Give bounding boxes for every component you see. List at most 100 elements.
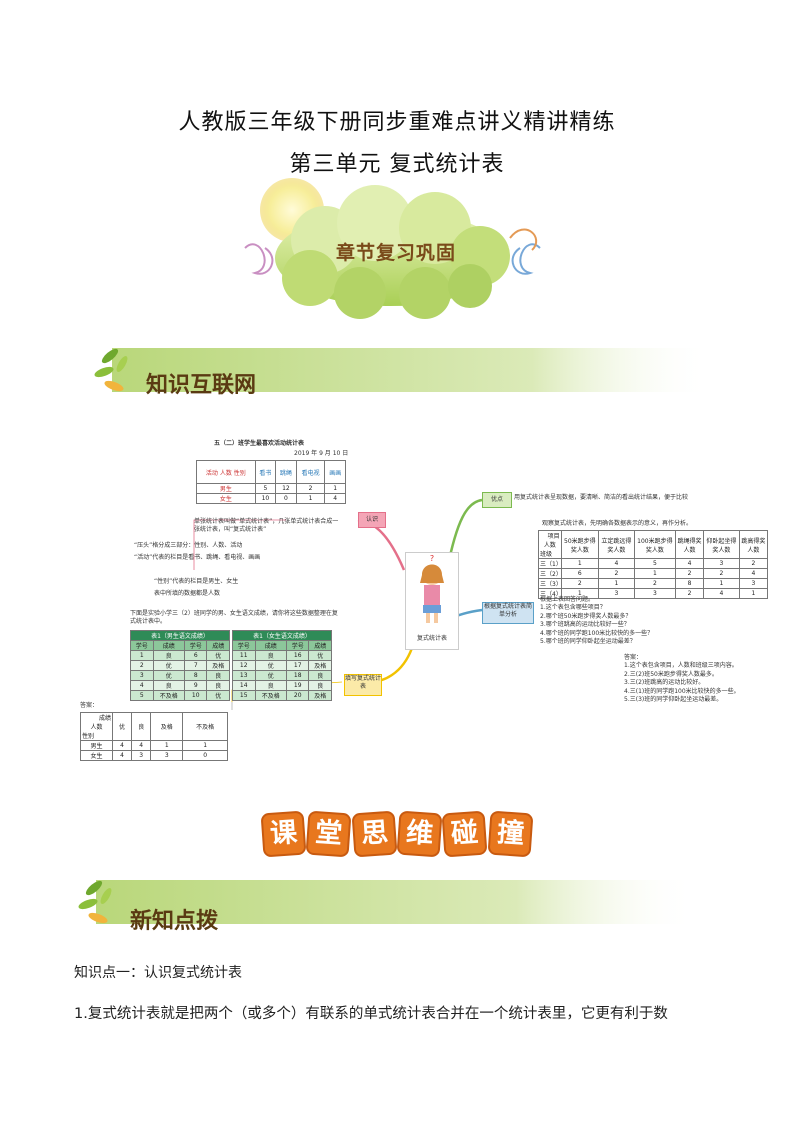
classroom-char: 课 xyxy=(260,810,307,858)
cell: 2 xyxy=(598,568,635,579)
row-label: 女生 xyxy=(196,493,256,504)
left-table-date: 2019 年 9 月 10 日 xyxy=(294,450,349,457)
cell: 19 xyxy=(285,680,310,691)
cell: 15 xyxy=(232,690,256,701)
cell: 4 xyxy=(131,740,152,751)
cell: 不及格 xyxy=(254,690,287,701)
cell: 4 xyxy=(598,558,635,569)
cell: 优 xyxy=(254,660,287,671)
cell: 8 xyxy=(183,670,208,681)
cell: 2 xyxy=(674,588,705,599)
classroom-char: 思 xyxy=(351,810,398,858)
column-header: 立定跳远得奖人数 xyxy=(598,530,635,559)
column-header: 仰卧起坐得奖人数 xyxy=(703,530,740,559)
document-subtitle: 第三单元 复式统计表 xyxy=(289,152,505,177)
mindmap-center-node: ? 复式统计表 xyxy=(405,552,459,650)
cell: 7 xyxy=(183,660,208,671)
cell: 1 xyxy=(598,578,635,589)
recognize-note: “活动”代表的栏目是看书、跳绳、看电视、画画 xyxy=(134,554,261,561)
cell: 良 xyxy=(308,670,332,681)
row-label: 三（3） xyxy=(538,578,562,589)
column-header: 优 xyxy=(111,712,133,741)
column-header: 学号 xyxy=(183,640,208,651)
row-label: 三（2） xyxy=(538,568,562,579)
column-header: 成绩 xyxy=(152,640,185,651)
cell: 良 xyxy=(254,650,287,661)
cell: 1 xyxy=(182,740,228,751)
answer-left-label: 答案： xyxy=(80,702,99,709)
column-header: 100米跑步得奖人数 xyxy=(633,530,676,559)
column-header: 成绩 xyxy=(254,640,287,651)
cell: 1 xyxy=(295,493,326,504)
network-banner-title: 知识互联网 xyxy=(146,373,257,398)
table-corner: 项目人数班级 xyxy=(538,530,562,559)
girl-icon: ? xyxy=(420,554,444,623)
analysis-intro: 观察复式统计表，先明确各数据表示的意义，再作分析。 xyxy=(542,520,693,527)
left-header: 画画 xyxy=(324,460,346,484)
center-node-label: 复式统计表 xyxy=(416,635,447,642)
new-points-banner-title: 新知点拨 xyxy=(130,909,219,934)
cell: 10 xyxy=(254,493,277,504)
cell: 及格 xyxy=(308,690,332,701)
left-header: 看书 xyxy=(254,460,277,484)
left-header: 看电视 xyxy=(295,460,326,484)
table-row: 男生 5 12 2 1 xyxy=(196,483,346,494)
cell: 3 xyxy=(130,670,154,681)
cell: 2 xyxy=(633,578,676,589)
text-line: 答案： xyxy=(624,654,643,661)
text-line: 5.哪个班的同学仰卧起坐运动最差？ xyxy=(540,637,636,645)
cell: 1 xyxy=(324,483,346,494)
corner-label: 成绩 xyxy=(98,715,111,722)
cell: 12 xyxy=(275,483,297,494)
text-line: 3.哪个班跳高的运动比较好一些？ xyxy=(540,621,630,629)
cell: 0 xyxy=(182,750,228,761)
leaf-icon xyxy=(78,880,112,924)
point-heading: 知识点一：认识复式统计表 xyxy=(74,965,242,981)
analysis-questions: 根据上表回答问题。1.这个表包含哪些项目？2.哪个班50米跑步得奖人数最多？3.… xyxy=(540,596,740,646)
analysis-answers: 答案：1.这个表包含项目，人数和班级三项内容。2.三(2)班50米跑步得奖人数最… xyxy=(624,654,764,704)
cell: 优 xyxy=(152,660,185,671)
corner-activity: 活动 xyxy=(205,469,218,477)
cell: 优 xyxy=(206,650,230,661)
node-analysis: 根据复式统计表简单分析 xyxy=(482,602,534,624)
column-header: 学号 xyxy=(285,640,310,651)
cloud-badge-label: 章节复习巩固 xyxy=(336,242,457,264)
node-fill: 填写复式统计表 xyxy=(344,674,382,696)
node-advantage: 优点 xyxy=(482,492,512,508)
cell: 1 xyxy=(560,558,600,569)
text-line: 4.哪个班的同学跑100米比较快的多一些？ xyxy=(540,629,654,637)
cell: 良 xyxy=(152,680,185,691)
cell: 2 xyxy=(703,568,740,579)
cell: 3 xyxy=(633,588,676,599)
table-row: 女生 10 0 1 4 xyxy=(196,493,346,504)
cell: 及格 xyxy=(308,660,332,671)
column-header: 学号 xyxy=(232,640,256,651)
cell: 良 xyxy=(206,680,230,691)
cell: 10 xyxy=(183,690,208,701)
cell: 良 xyxy=(308,680,332,691)
corner-label: 项目 xyxy=(547,533,560,540)
left-header: 跳绳 xyxy=(275,460,297,484)
cell: 1 xyxy=(633,568,676,579)
left-table-title: 五（二）班学生最喜欢活动统计表 xyxy=(214,440,305,447)
cell: 及格 xyxy=(206,660,230,671)
row-label: 三（4） xyxy=(538,588,562,599)
row-label: 男生 xyxy=(196,483,256,494)
cell: 5 xyxy=(254,483,277,494)
cell: 4 xyxy=(111,750,133,761)
cell: 16 xyxy=(285,650,310,661)
text-line: 根据上表回答问题。 xyxy=(540,596,595,603)
left-stat-table: 活动 人数 性别 看书 跳绳 看电视 画画 男生 5 12 2 1 女生 10 … xyxy=(196,460,346,504)
column-header: 成绩 xyxy=(206,640,230,651)
cell: 优 xyxy=(206,690,230,701)
cell: 4 xyxy=(674,558,705,569)
